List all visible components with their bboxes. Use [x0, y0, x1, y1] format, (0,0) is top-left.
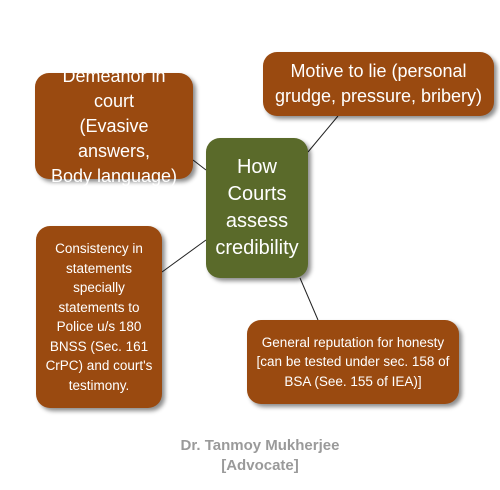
center-node: How Courts assess credibility: [206, 138, 308, 278]
node-demeanor-label: Demeanor in court (Evasive answers, Body…: [50, 65, 178, 186]
node-motive-label: Motive to lie (personal grudge, pressure…: [274, 61, 483, 106]
node-reputation-label: General reputation for honesty [can be t…: [256, 334, 450, 389]
connector-reputation: [299, 277, 319, 321]
author-credit: Dr. Tanmoy Mukherjee [Advocate]: [150, 436, 370, 476]
connector-motive: [307, 115, 339, 153]
node-consistency: Consistency in statements specially stat…: [36, 226, 162, 408]
author-title: [Advocate]: [221, 457, 299, 474]
node-reputation: General reputation for honesty [can be t…: [247, 320, 459, 404]
center-node-label: How Courts assess credibility: [215, 156, 299, 259]
node-motive: Motive to lie (personal grudge, pressure…: [263, 52, 494, 116]
node-demeanor: Demeanor in court (Evasive answers, Body…: [35, 66, 193, 186]
connector-demeanor: [192, 159, 207, 171]
author-name: Dr. Tanmoy Mukherjee: [180, 437, 340, 454]
connector-consistency: [161, 239, 207, 273]
node-consistency-label: Consistency in statements specially stat…: [45, 241, 153, 393]
